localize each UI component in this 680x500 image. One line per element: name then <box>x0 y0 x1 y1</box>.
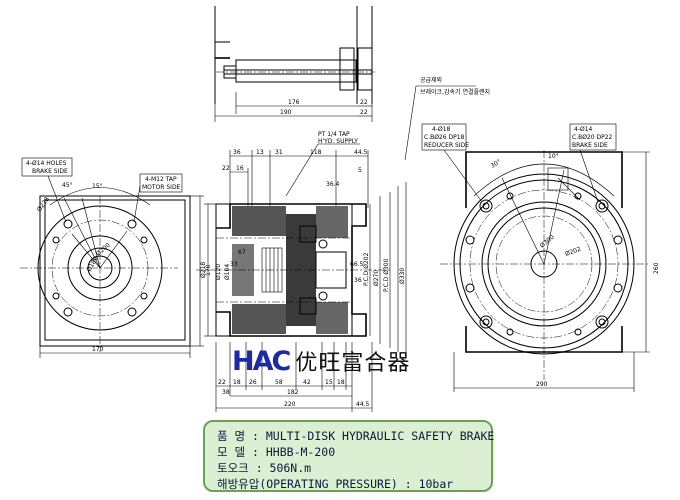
logo-mark: HAC <box>232 345 291 377</box>
sec-dim-67: 67 <box>238 249 246 256</box>
spec-pressure-row: 해방유압(OPERATING PRESSURE) : 10bar <box>217 476 479 492</box>
spec-product-label: 품 명 <box>217 429 246 443</box>
spec-pressure-label: 해방유압(OPERATING PRESSURE) <box>217 477 398 491</box>
reducer-holes: 4-Ø18 <box>432 126 451 133</box>
brake-holes: 4-Ø14 <box>574 126 593 133</box>
sec-top-44-5: 44.5 <box>354 149 368 156</box>
sec-bot-18b: 18 <box>337 379 345 386</box>
sec-top-36-4: 36.4 <box>326 181 340 188</box>
left-holes-note: 4-Ø14 HOLES <box>26 160 67 167</box>
spec-torque-value: : 506N.m <box>255 461 312 475</box>
right-dia-202: Ø202 <box>564 246 582 258</box>
sec-bot-18a: 18 <box>233 379 241 386</box>
spec-model-label: 모 델 <box>217 445 246 459</box>
spec-model-row: 모 델 : HHBB-M-200 <box>217 444 479 460</box>
spec-product-row: 품 명 : MULTI-DISK HYDRAULIC SAFETY BRAKE <box>217 428 494 444</box>
sec-top-5: 5 <box>358 167 362 174</box>
left-height-170: 170 <box>205 264 212 276</box>
right-angle-30: 30° <box>490 158 503 169</box>
sec-bot-15: 15 <box>325 379 333 386</box>
sec-bot-44-5: 44.5 <box>356 401 370 408</box>
sec-pcd-300: P.C.D Ø300 <box>383 258 390 292</box>
spec-box: 품 명 : MULTI-DISK HYDRAULIC SAFETY BRAKE … <box>203 420 494 492</box>
right-angle-10: 10° <box>548 153 559 160</box>
top-dim-22b: 22 <box>360 109 368 116</box>
sec-dia-120: Ø120 <box>215 264 222 280</box>
right-width-290: 290 <box>536 381 548 388</box>
left-tap-side: MOTOR SIDE <box>142 184 181 191</box>
sec-dia-330: Ø330 <box>399 268 406 284</box>
left-holes-side: BRAKE SIDE <box>32 168 68 175</box>
sec-dim-36: 36 <box>354 277 362 284</box>
sec-bot-22: 22 <box>218 379 226 386</box>
left-width-170: 170 <box>92 346 104 353</box>
sec-top-118: 118 <box>310 149 322 156</box>
sec-pcd-202: P.C.D Ø202 <box>363 252 370 286</box>
korean-note-1: 공급제외 <box>420 76 442 84</box>
spec-torque-row: 토오크 : 506N.m <box>217 460 479 476</box>
sec-bot-38: 38 <box>222 389 230 396</box>
logo-text: 优旺富合器 <box>295 351 411 376</box>
right-flange-view: 공급제외 브레이크,감속기 연결플랜지 4-Ø18 C.BØ26 DP18 RE… <box>404 76 660 392</box>
reducer-side: REDUCER SIDE <box>424 142 469 149</box>
left-angle-15: 15° <box>92 183 103 190</box>
top-dim-22a: 22 <box>360 99 368 106</box>
spec-product-value: : MULTI-DISK HYDRAULIC SAFETY BRAKE <box>252 429 495 443</box>
spec-pressure-value: : 10bar <box>404 477 454 491</box>
sec-bot-58: 58 <box>275 379 283 386</box>
sec-top-31: 31 <box>275 149 283 156</box>
center-section-view: 36 13 31 22 16 118 44.5 5 36.4 PT 1/4 TA… <box>196 131 407 412</box>
brake-side: BRAKE SIDE <box>572 142 608 149</box>
spec-model-value: : HHBB-M-200 <box>252 445 336 459</box>
sec-top-36: 36 <box>233 149 241 156</box>
sec-dim-66-5: 66.5 <box>350 261 364 268</box>
korean-note-2: 브레이크,감속기 연결플랜지 <box>420 88 490 96</box>
sec-bot-26: 26 <box>249 379 257 386</box>
left-tap-note: 4-M12 TAP <box>145 176 177 183</box>
sec-top-13: 13 <box>256 149 264 156</box>
brake-cb: C.BØ20 DP22 <box>572 134 613 141</box>
right-height-260: 260 <box>653 262 660 274</box>
sec-top-22: 22 <box>222 165 230 172</box>
sec-dim-33: 33 <box>230 261 238 268</box>
top-view: 176 22 190 22 <box>214 6 375 122</box>
sec-bot-42: 42 <box>303 379 311 386</box>
sec-dia-270: Ø270 <box>373 270 380 286</box>
sec-dia-218: Ø218 <box>200 262 207 278</box>
top-dim-176: 176 <box>288 99 300 106</box>
left-dia-228: Ø228 <box>36 196 51 213</box>
top-dim-190: 190 <box>280 109 292 116</box>
port-tap-note: PT 1/4 TAP <box>318 131 350 138</box>
spec-torque-label: 토오크 <box>217 461 249 475</box>
port-supply-note: H'YD. SUPPLY <box>318 138 358 145</box>
sec-top-16: 16 <box>236 165 244 172</box>
sec-bot-220: 220 <box>284 401 296 408</box>
left-end-view: 4-Ø14 HOLES BRAKE SIDE 4-M12 TAP MOTOR S… <box>20 157 212 358</box>
brand-logo: HAC 优旺富合器 <box>232 345 411 377</box>
sec-bot-182: 182 <box>287 389 299 396</box>
sec-dia-104: Ø104 <box>224 264 231 280</box>
left-angle-45: 45° <box>62 182 73 189</box>
reducer-cb: C.BØ26 DP18 <box>424 134 465 141</box>
